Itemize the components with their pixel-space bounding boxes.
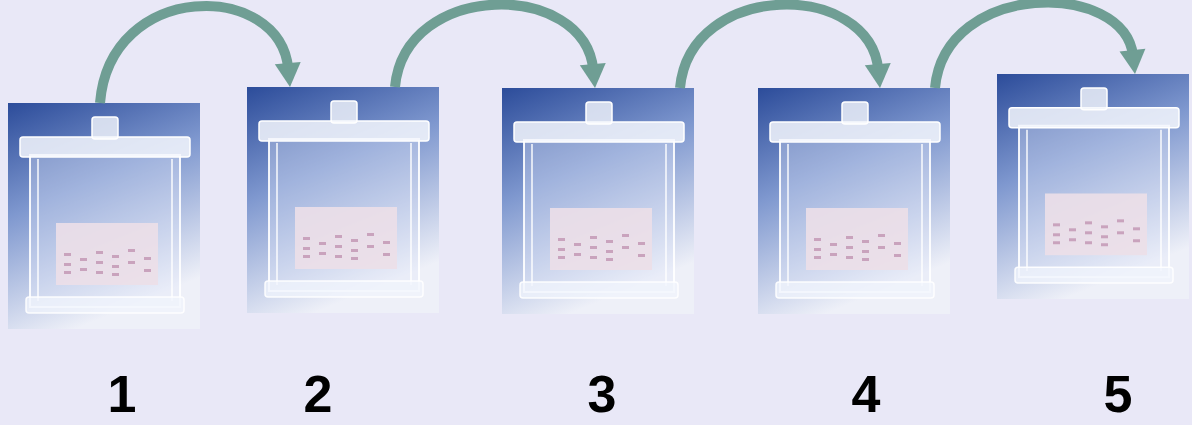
curved-arrow [935,2,1145,88]
developing-tank: 3 [502,88,694,314]
curved-arrow [100,6,301,103]
tank-illustration [758,88,950,314]
step-number: 3 [588,368,617,420]
tank-illustration [8,103,200,329]
curved-arrow [680,5,891,88]
step-number: 5 [1104,368,1133,420]
developing-tank: 4 [758,88,950,314]
tank-illustration [502,88,694,314]
step-number: 2 [304,368,333,420]
developing-tank: 2 [247,87,439,313]
step-number: 4 [852,368,881,420]
tank-illustration [997,74,1189,299]
tank-illustration [247,87,439,313]
developing-tank: 1 [8,103,200,329]
developing-tank: 5 [997,74,1189,299]
step-number: 1 [108,368,137,420]
curved-arrow [395,4,606,88]
